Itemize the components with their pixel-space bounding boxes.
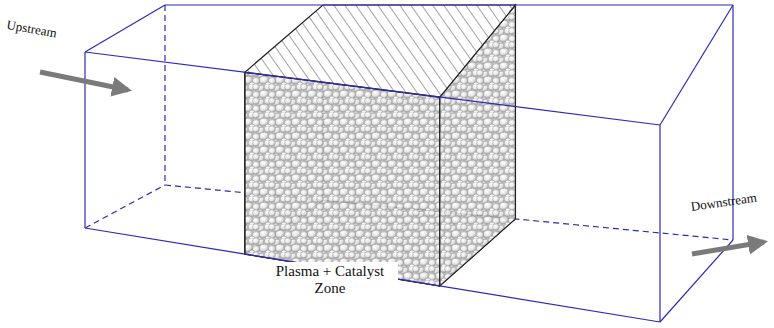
zone-label: Plasma + Catalyst Zone xyxy=(262,262,398,297)
box-edge xyxy=(165,4,733,5)
box-edge xyxy=(660,5,733,125)
box-edge xyxy=(85,228,660,322)
zone-front xyxy=(245,72,440,286)
flow-arrow xyxy=(692,242,764,254)
flow-label: Upstream xyxy=(6,18,58,41)
zone-edge xyxy=(244,72,245,254)
flow-label: Downstream xyxy=(690,191,758,214)
hidden-edge xyxy=(85,185,165,228)
box-edge xyxy=(84,52,85,228)
hidden-edge xyxy=(164,5,165,185)
box-edge xyxy=(85,52,660,125)
box-edge xyxy=(659,125,660,322)
box-edge xyxy=(85,5,165,52)
flow-arrow xyxy=(40,72,128,90)
zone-top xyxy=(245,5,516,97)
